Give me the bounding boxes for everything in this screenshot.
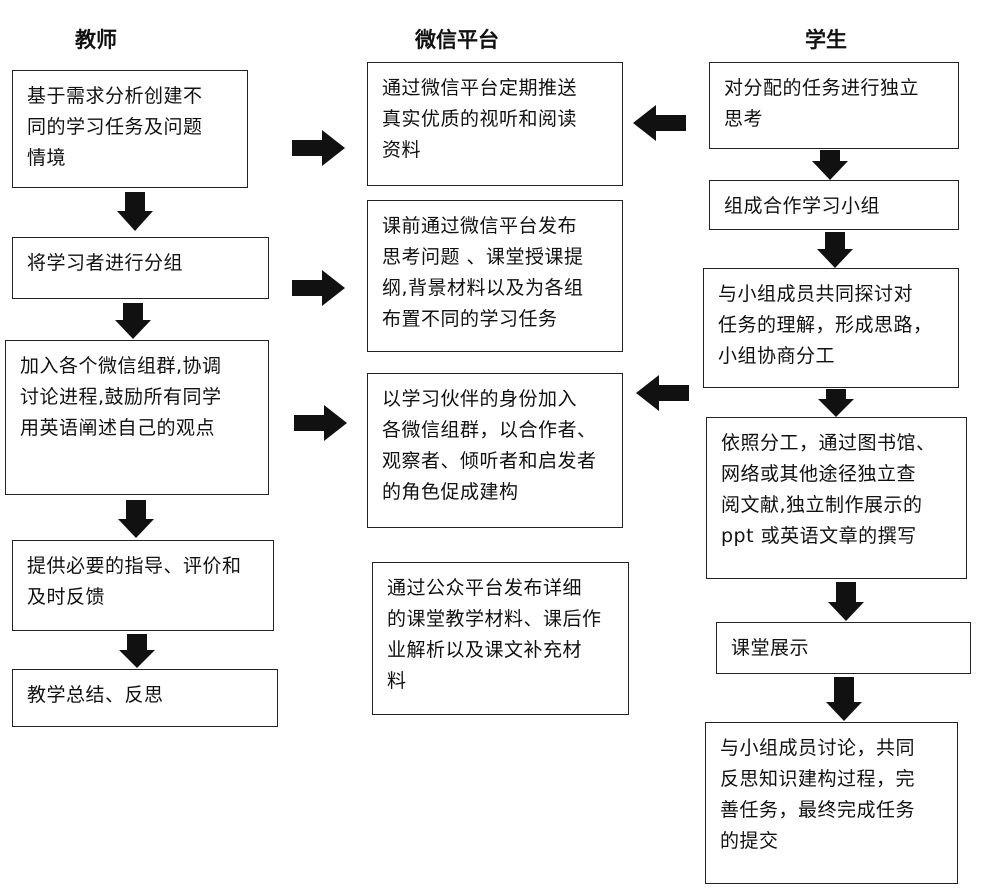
- wechat-step-2: 课前通过微信平台发布 思考问题 、课堂授课提 纲,背景材料以及为各组 布置不同的…: [367, 200, 623, 352]
- teacher-step-1: 基于需求分析创建不 同的学习任务及问题 情境: [12, 70, 248, 188]
- box-line: 的角色促成建构: [382, 481, 519, 503]
- box-line: 将学习者进行分组: [27, 252, 184, 274]
- arrow-right-icon: [294, 405, 347, 441]
- arrow-down-icon: [812, 150, 848, 180]
- box-line: 课堂展示: [731, 637, 810, 659]
- box-line: 以学习伙伴的身份加入: [382, 388, 578, 410]
- box-line: 思考: [724, 108, 764, 130]
- student-step-6: 与小组成员讨论，共同 反思知识建构过程，完 善任务，最终完成任务 的提交: [705, 722, 958, 884]
- arrow-down-icon: [828, 582, 864, 621]
- teacher-step-2: 将学习者进行分组: [12, 237, 269, 299]
- box-line: 思考问题 、课堂授课提: [382, 246, 584, 268]
- box-line: 情境: [27, 147, 67, 169]
- student-step-2: 组成合作学习小组: [709, 180, 959, 230]
- box-line: 的课堂教学材料、课后作: [387, 608, 602, 630]
- box-line: 网络或其他途径独立查: [721, 463, 917, 485]
- arrow-down-icon: [817, 232, 853, 268]
- arrow-right-icon: [292, 130, 345, 166]
- wechat-step-1: 通过微信平台定期推送 真实优质的视听和阅读 资料: [367, 62, 623, 186]
- arrow-down-icon: [117, 192, 153, 231]
- box-line: 纲,背景材料以及为各组: [382, 277, 584, 299]
- wechat-step-4: 通过公众平台发布详细 的课堂教学材料、课后作 业解析以及课文补充材 料: [372, 562, 629, 715]
- box-line: 依照分工，通过图书馆、: [721, 432, 936, 454]
- teacher-step-5: 教学总结、反思: [12, 669, 278, 727]
- arrow-down-icon: [118, 500, 154, 538]
- student-step-5: 课堂展示: [716, 622, 971, 674]
- box-line: 反思知识建构过程，完: [720, 768, 916, 790]
- arrow-down-icon: [818, 389, 854, 417]
- column-header-student: 学生: [805, 28, 847, 52]
- teacher-step-3: 加入各个微信组群,协调 讨论进程,鼓励所有同学 用英语阐述自己的观点: [5, 340, 269, 495]
- box-line: ppt 或英语文章的撰写: [721, 525, 917, 547]
- box-line: 对分配的任务进行独立: [724, 77, 920, 99]
- box-line: 及时反馈: [27, 586, 106, 608]
- box-line: 业解析以及课文补充材: [387, 639, 583, 661]
- arrow-down-icon: [826, 677, 862, 721]
- box-line: 组成合作学习小组: [724, 195, 881, 217]
- box-line: 加入各个微信组群,协调: [20, 355, 222, 377]
- arrow-left-icon: [636, 375, 689, 411]
- wechat-step-3: 以学习伙伴的身份加入 各微信组群，以合作者、 观察者、倾听者和启发者 的角色促成…: [367, 373, 623, 528]
- box-line: 教学总结、反思: [27, 684, 164, 706]
- column-header-teacher: 教师: [75, 28, 117, 52]
- student-step-3: 与小组成员共同探讨对 任务的理解，形成思路， 小组协商分工: [703, 268, 959, 388]
- box-line: 课前通过微信平台发布: [382, 215, 578, 237]
- arrow-down-icon: [119, 634, 155, 668]
- box-line: 布置不同的学习任务: [382, 308, 558, 330]
- box-line: 阅文献,独立制作展示的: [721, 494, 923, 516]
- box-line: 提供必要的指导、评价和: [27, 555, 242, 577]
- arrow-right-icon: [292, 270, 345, 306]
- box-line: 任务的理解，形成思路，: [718, 314, 933, 336]
- box-line: 各微信组群，以合作者、: [382, 419, 597, 441]
- box-line: 资料: [382, 139, 422, 161]
- box-line: 观察者、倾听者和启发者: [382, 450, 597, 472]
- box-line: 基于需求分析创建不: [27, 85, 203, 107]
- box-line: 用英语阐述自己的观点: [20, 417, 216, 439]
- arrow-left-icon: [633, 105, 686, 141]
- student-step-4: 依照分工，通过图书馆、 网络或其他途径独立查 阅文献,独立制作展示的 ppt 或…: [706, 417, 967, 579]
- column-header-wechat: 微信平台: [415, 28, 499, 52]
- box-line: 同的学习任务及问题: [27, 116, 203, 138]
- box-line: 讨论进程,鼓励所有同学: [20, 386, 222, 408]
- box-line: 善任务，最终完成任务: [720, 799, 916, 821]
- box-line: 小组协商分工: [718, 345, 836, 367]
- teacher-step-4: 提供必要的指导、评价和 及时反馈: [12, 540, 274, 631]
- student-step-1: 对分配的任务进行独立 思考: [709, 62, 959, 149]
- box-line: 与小组成员共同探讨对: [718, 283, 914, 305]
- box-line: 真实优质的视听和阅读: [382, 108, 578, 130]
- box-line: 的提交: [720, 830, 779, 852]
- box-line: 与小组成员讨论，共同: [720, 737, 916, 759]
- box-line: 料: [387, 670, 407, 692]
- box-line: 通过微信平台定期推送: [382, 77, 578, 99]
- box-line: 通过公众平台发布详细: [387, 577, 583, 599]
- arrow-down-icon: [115, 303, 151, 339]
